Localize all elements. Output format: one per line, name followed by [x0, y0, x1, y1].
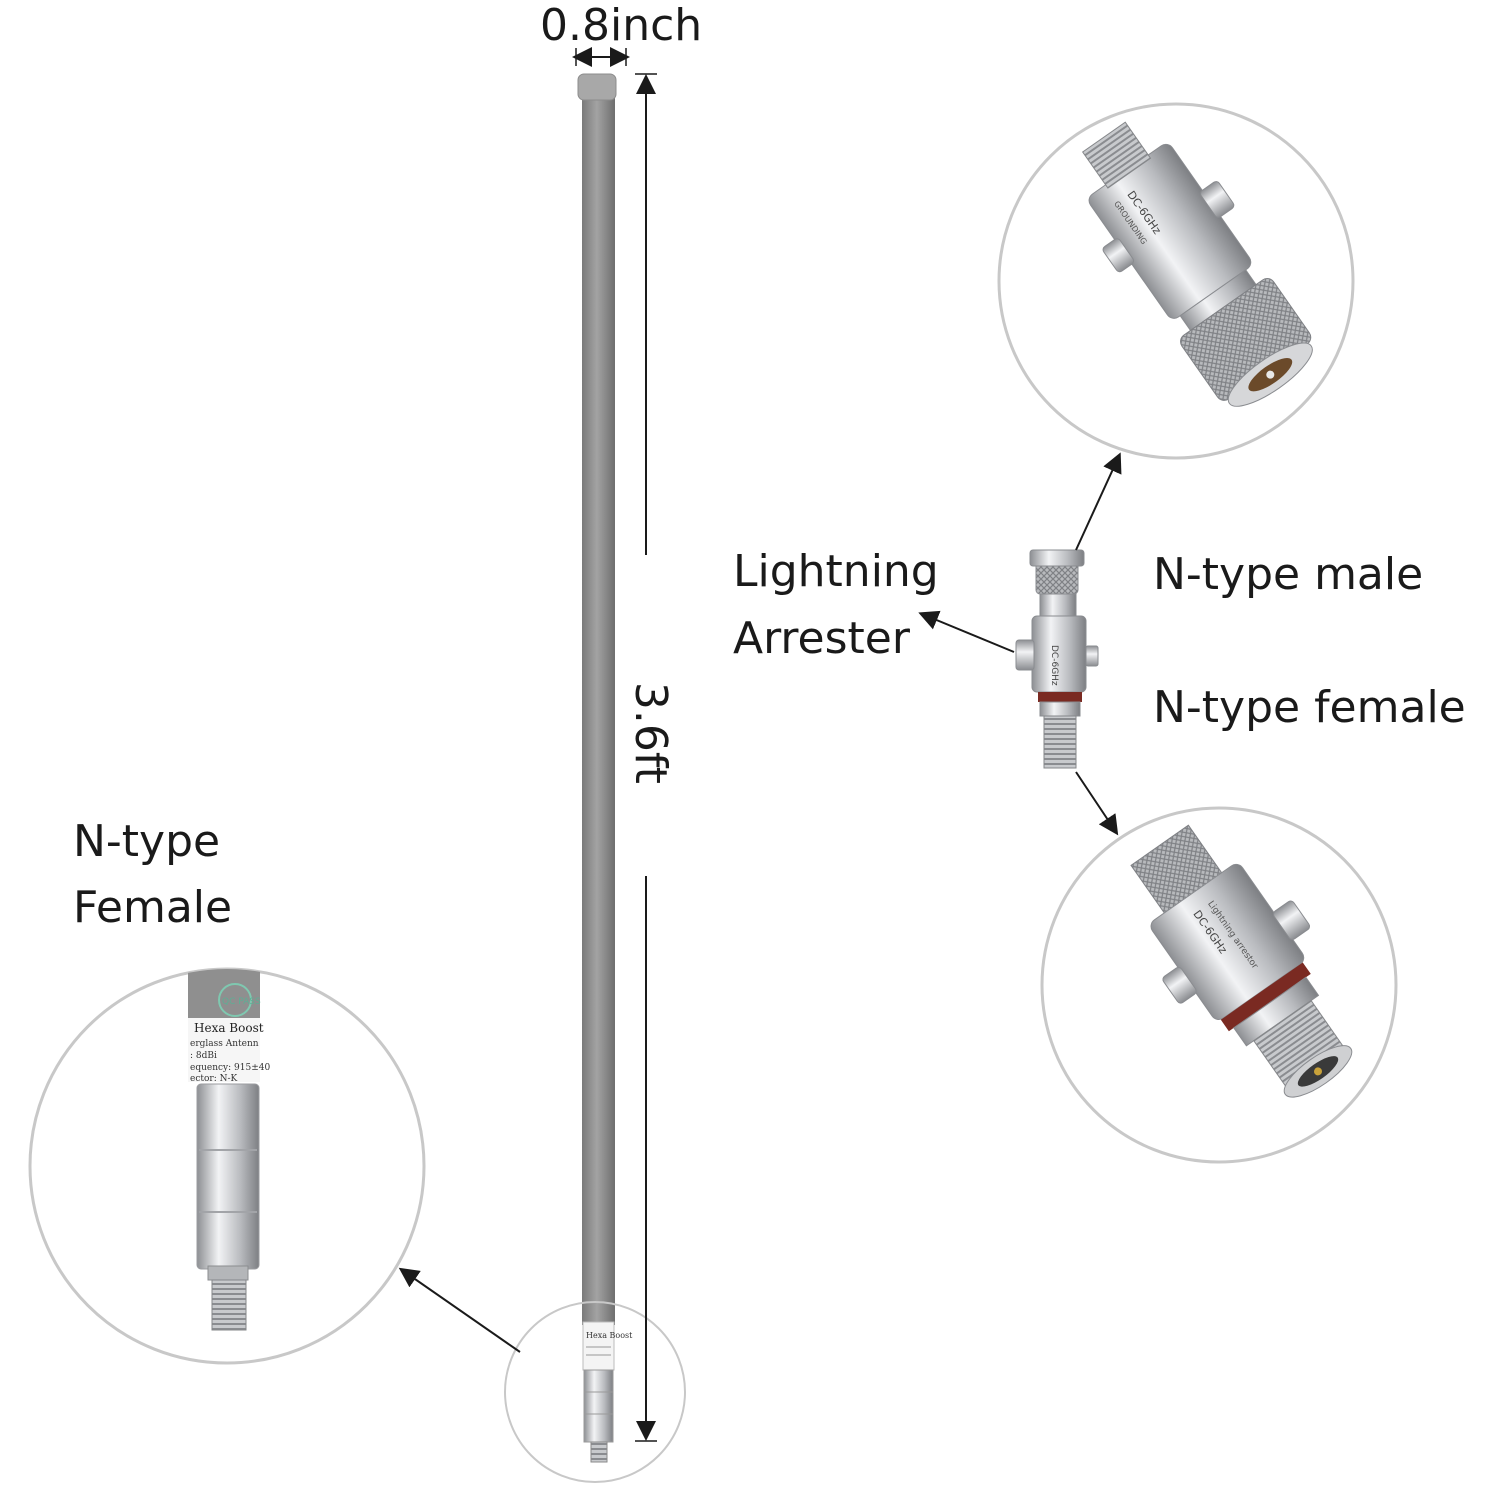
sticker-line-4: equency: 915±40 — [190, 1063, 270, 1073]
n-type-female-label: N-type female — [1153, 682, 1466, 733]
arrester-copper-ring — [1038, 692, 1082, 702]
n-type-male-zoom: DC-6GHz GROUNDING — [997, 102, 1355, 460]
n-type-male-label: N-type male — [1153, 549, 1424, 600]
antenna-top-cap — [577, 73, 617, 101]
product-sticker — [188, 1018, 260, 1082]
antenna-base-zoom: QC PASS Hexa Boost erglass Antenn : 8dBi… — [28, 967, 426, 1365]
lightning-arrester: DC-6GHz — [1015, 549, 1099, 769]
width-dimension — [572, 47, 630, 67]
lightning-arrester-label-line1: Lightning — [733, 546, 939, 597]
arrester-ground-screw — [1015, 639, 1035, 671]
length-dimension-label: 3.6ft — [624, 681, 676, 784]
antenna-n-type-label-line2: Female — [73, 882, 233, 933]
width-dimension-label: 0.8inch — [540, 0, 703, 51]
silver-base-tube — [196, 1083, 260, 1270]
arrester-label-pointer — [918, 610, 1015, 653]
female-copper-ring — [1220, 962, 1311, 1032]
qc-pass-stamp — [218, 983, 252, 1017]
sticker-line-5: ector: N-K — [190, 1074, 238, 1084]
arrester-small-text: DC-6GHz — [1049, 645, 1059, 686]
male-zoom-pointer — [1075, 452, 1122, 551]
antenna-rod — [582, 90, 615, 1325]
antenna-silver-base — [583, 1369, 614, 1443]
antenna-label-sleeve — [582, 1321, 615, 1371]
n-type-female-zoom: DC-6GHz Lightning arrestor — [1040, 806, 1398, 1164]
length-dimension — [635, 73, 657, 1442]
female-zoom-pointer — [1075, 771, 1119, 836]
fiberglass-antenna: Hexa Boost — [577, 73, 633, 1463]
arrester-knurled-nut — [1035, 561, 1079, 595]
base-zoom-circle — [504, 1301, 686, 1483]
sticker-line-2: erglass Antenn — [190, 1039, 259, 1049]
qc-pass-text: QC PASS — [222, 997, 261, 1007]
arrester-female-thread — [1043, 715, 1077, 769]
lightning-arrester-label-line2: Arrester — [733, 613, 910, 664]
sticker-line-3: : 8dBi — [190, 1051, 217, 1061]
antenna-n-connector — [590, 1441, 608, 1463]
mini-sticker-brand: Hexa Boost — [586, 1331, 633, 1340]
antenna-n-type-label-line1: N-type — [73, 816, 221, 867]
sticker-brand: Hexa Boost — [194, 1021, 264, 1035]
n-female-thread — [211, 1279, 247, 1331]
left-zoom-pointer — [398, 1267, 521, 1353]
